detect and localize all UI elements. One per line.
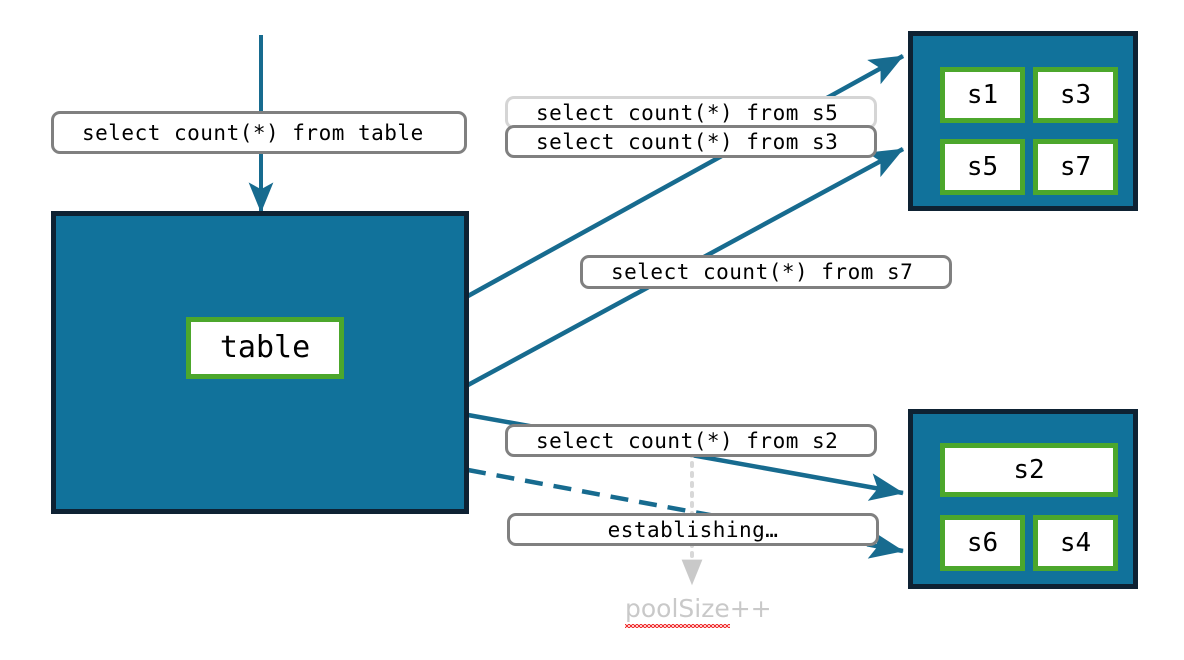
query-label-s5-text: select count(*) from s5 [536, 100, 839, 125]
poolsize-annotation: poolSize++ [625, 594, 772, 623]
server-node-s5-label: s5 [966, 152, 999, 182]
query-label-s2-text: select count(*) from s2 [536, 428, 839, 453]
server-node-s6-label: s6 [966, 528, 999, 558]
poolsize-annotation-suffix: ++ [729, 594, 772, 623]
query-label-s7-text: select count(*) from s7 [611, 260, 914, 284]
table-node-label: table [219, 330, 311, 365]
query-label-s7: select count(*) from s7 [580, 255, 952, 289]
query-label-s3-text: select count(*) from s3 [536, 129, 839, 154]
server-node-s4-label: s4 [1059, 528, 1092, 558]
server-node-s1[interactable]: s1 [940, 67, 1025, 123]
server-node-s5[interactable]: s5 [940, 139, 1025, 195]
source-query-label: select count(*) from table [51, 111, 467, 154]
lower-pool: s2 s6 s4 [908, 409, 1138, 589]
establishing-label-text: establishing… [607, 517, 779, 542]
table-node[interactable]: table [186, 317, 344, 379]
server-node-s7[interactable]: s7 [1033, 139, 1118, 195]
source-query-text: select count(*) from table [82, 120, 424, 145]
server-node-s3[interactable]: s3 [1033, 67, 1118, 123]
server-node-s1-label: s1 [966, 80, 999, 110]
server-node-s2[interactable]: s2 [940, 443, 1118, 497]
server-node-s2-label: s2 [1013, 455, 1045, 485]
server-node-s3-label: s3 [1059, 80, 1092, 110]
query-label-s2: select count(*) from s2 [505, 424, 877, 457]
query-label-s3: select count(*) from s3 [505, 125, 877, 158]
server-node-s4[interactable]: s4 [1033, 515, 1118, 571]
table-container: table [51, 211, 469, 514]
server-node-s7-label: s7 [1059, 152, 1092, 182]
upper-pool: s1 s3 s5 s7 [908, 31, 1138, 211]
poolsize-annotation-word: poolSize [625, 594, 730, 623]
server-node-s6[interactable]: s6 [940, 515, 1025, 571]
establishing-label: establishing… [507, 513, 879, 546]
